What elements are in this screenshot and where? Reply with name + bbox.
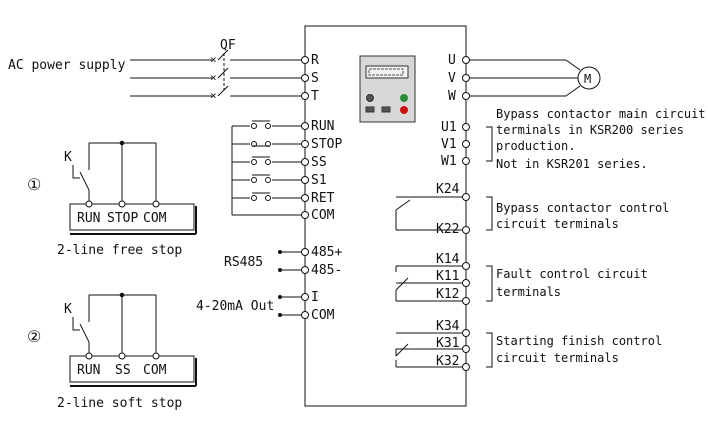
example-2-switch: K [64,302,72,317]
start-finish-terminals [395,329,493,371]
rs485-wiring [278,248,309,274]
terminal-k12: K12 [436,287,459,302]
analog-out-wiring [278,293,309,319]
wiring-example-1 [69,140,197,235]
example-1-run: RUN [77,211,100,226]
fault-ctrl-note-1: Fault control circuit [496,267,648,281]
output-u: U [448,53,456,68]
example-2-number: ② [27,327,41,346]
bypass-main-note-3: production. [496,139,575,153]
supply-label: AC power supply [8,58,126,73]
terminal-k32: K32 [436,354,459,369]
terminal-stop: STOP [311,137,342,152]
wiring-example-2 [69,292,197,387]
example-2-run: RUN [77,363,100,378]
terminal-u1: U1 [441,120,457,135]
terminal-485-neg: 485- [311,263,342,278]
terminal-k22: K22 [436,222,459,237]
terminal-i: I [311,290,319,305]
bypass-main-note-4: Not in KSR201 series. [496,157,648,171]
motor-output-wiring [462,56,601,100]
svg-text:×: × [210,71,217,84]
motor-label: M [584,72,591,86]
fault-control-terminals [395,262,493,305]
example-2-ss: SS [115,363,131,378]
terminal-v1: V1 [441,137,457,152]
bypass-main-terminals [462,123,493,165]
terminal-k34: K34 [436,319,460,334]
terminal-w1: W1 [441,154,457,169]
example-1-switch: K [64,150,72,165]
terminal-com: COM [311,208,335,223]
example-2-com: COM [143,363,167,378]
fault-ctrl-note-2: terminals [496,285,561,299]
example-1-caption: 2-line free stop [57,243,182,258]
terminal-k31: K31 [436,336,459,351]
start-ctrl-note-1: Starting finish control [496,334,662,348]
labels: AC power supply QF R S T RUN STOP SS S1 … [8,38,706,411]
control-input-wiring [231,120,309,219]
input-t: T [311,89,319,104]
terminal-ss: SS [311,155,327,170]
bypass-ctrl-note-1: Bypass contactor control [496,201,669,215]
motor-icon [577,66,601,90]
rs485-label: RS485 [224,255,263,270]
analog-label: 4-20mA Out [196,299,274,314]
terminal-k24: K24 [436,182,460,197]
breaker-label: QF [220,38,236,53]
bypass-main-note-1: Bypass contactor main circuit [496,107,706,121]
terminal-ret: RET [311,191,335,206]
output-w: W [448,89,456,104]
power-input-lines: × × × [130,49,309,102]
bypass-ctrl-note-2: circuit terminals [496,217,619,231]
svg-text:×: × [210,89,217,102]
terminal-analog-com: COM [311,308,335,323]
input-r: R [311,53,319,68]
example-1-number: ① [27,175,41,194]
bypass-main-note-2: terminals in KSR200 series [496,123,684,137]
start-ctrl-note-2: circuit terminals [496,351,619,365]
terminal-s1: S1 [311,173,327,188]
terminal-485-pos: 485+ [311,245,342,260]
input-s: S [311,71,319,86]
svg-text:×: × [210,53,217,66]
terminal-k11: K11 [436,269,459,284]
output-v: V [448,71,456,86]
terminal-run: RUN [311,119,334,134]
bypass-control-terminals [395,193,493,234]
keypad-panel [359,55,416,123]
example-1-stop: STOP [107,211,138,226]
example-1-com: COM [143,211,167,226]
terminal-k14: K14 [436,252,460,267]
example-2-caption: 2-line soft stop [57,396,182,411]
